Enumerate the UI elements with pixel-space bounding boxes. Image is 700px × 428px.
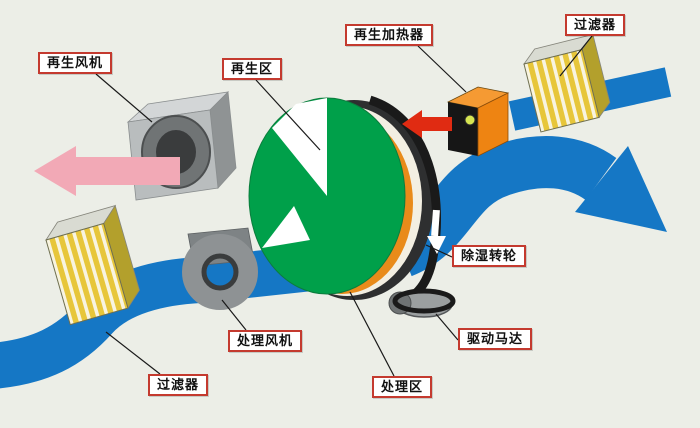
process-fan-ring: [182, 234, 258, 310]
label-filter-bottom: 过滤器: [148, 374, 209, 396]
leader-filter-top: [559, 35, 593, 77]
filter-bottom-illustration: [45, 204, 140, 326]
leader-regen-zone: [255, 79, 321, 151]
drive-motor-illustration: [388, 288, 456, 318]
heater-indicator-dot: [464, 114, 476, 126]
regen-heater-illustration: [446, 86, 510, 157]
label-regen-zone: 再生区: [222, 58, 283, 80]
leader-process-zone: [349, 291, 395, 377]
process-air-white-arrow: [262, 206, 310, 248]
leader-filter-bottom: [105, 331, 161, 375]
filter-top-illustration: [523, 33, 611, 133]
leader-drive-motor: [435, 313, 459, 341]
regen-exhaust-arrow: [34, 146, 180, 196]
label-desiccant-wheel: 除湿转轮: [452, 245, 527, 267]
leader-regen-fan: [95, 73, 153, 123]
desiccant-wheel-illustration: [248, 95, 446, 306]
leader-desiccant-wheel: [425, 244, 453, 258]
regen-zone-wedge: [272, 98, 327, 196]
label-process-fan: 处理风机: [228, 330, 303, 352]
label-regen-heater: 再生加热器: [345, 24, 434, 46]
leader-regen-heater: [417, 45, 467, 93]
label-filter-top: 过滤器: [565, 14, 626, 36]
leader-process-fan: [221, 299, 247, 331]
rotation-arrow: [427, 209, 446, 254]
label-process-zone: 处理区: [372, 376, 433, 398]
label-drive-motor: 驱动马达: [458, 328, 533, 350]
leader-lines: [95, 35, 593, 377]
label-regen-fan: 再生风机: [38, 52, 113, 74]
hot-air-arrow: [402, 110, 452, 138]
